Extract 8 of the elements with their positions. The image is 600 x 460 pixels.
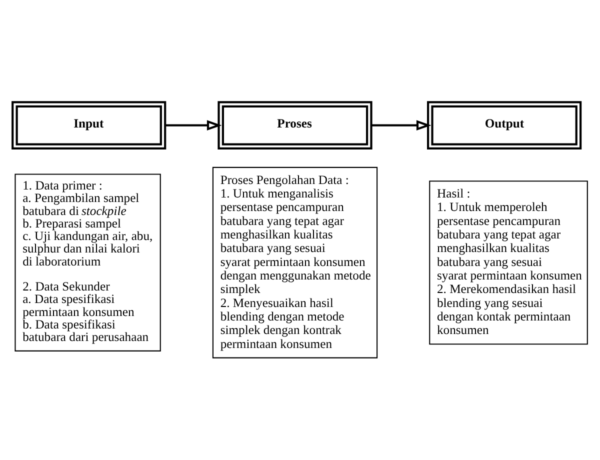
arrow — [371, 120, 432, 131]
node-box: 1. Data primer : a. Pengambilan sampel batubara di stockpile b. Preparasi sampel c. Uji kandungan air, abu, sulphur dan nilai kalori di laboratorium 2. Data Sekunder a. Data spesifikasi permintaan konsumen b. Data spesifikasi batubara dari perusahaan — [14, 174, 161, 352]
arrow — [165, 120, 222, 131]
node-box: Hasil : 1. Untuk memperoleh persentase pencampuran batubara yang tepat agar menghasilkan kualitas batubara yang sesuai syarat permintaan konsumen 2. Merekomendasikan hasil blending yang sesuai dengan kontak permintaan konsumen — [429, 180, 588, 345]
node-box: Output — [427, 101, 582, 150]
node-box: Input — [12, 101, 166, 150]
node-box: Proses Pengolahan Data : 1. Untuk menganalisis persentase pencampuran batubara yang tepat agar menghasilkan kualitas batubara yang sesuai syarat permintaan konsumen dengan menggunakan metode simplek 2. Menyesuaikan hasil blending dengan metode simplek dengan kontrak permintaan konsumen — [212, 166, 378, 358]
node-box: Proses — [218, 101, 372, 150]
